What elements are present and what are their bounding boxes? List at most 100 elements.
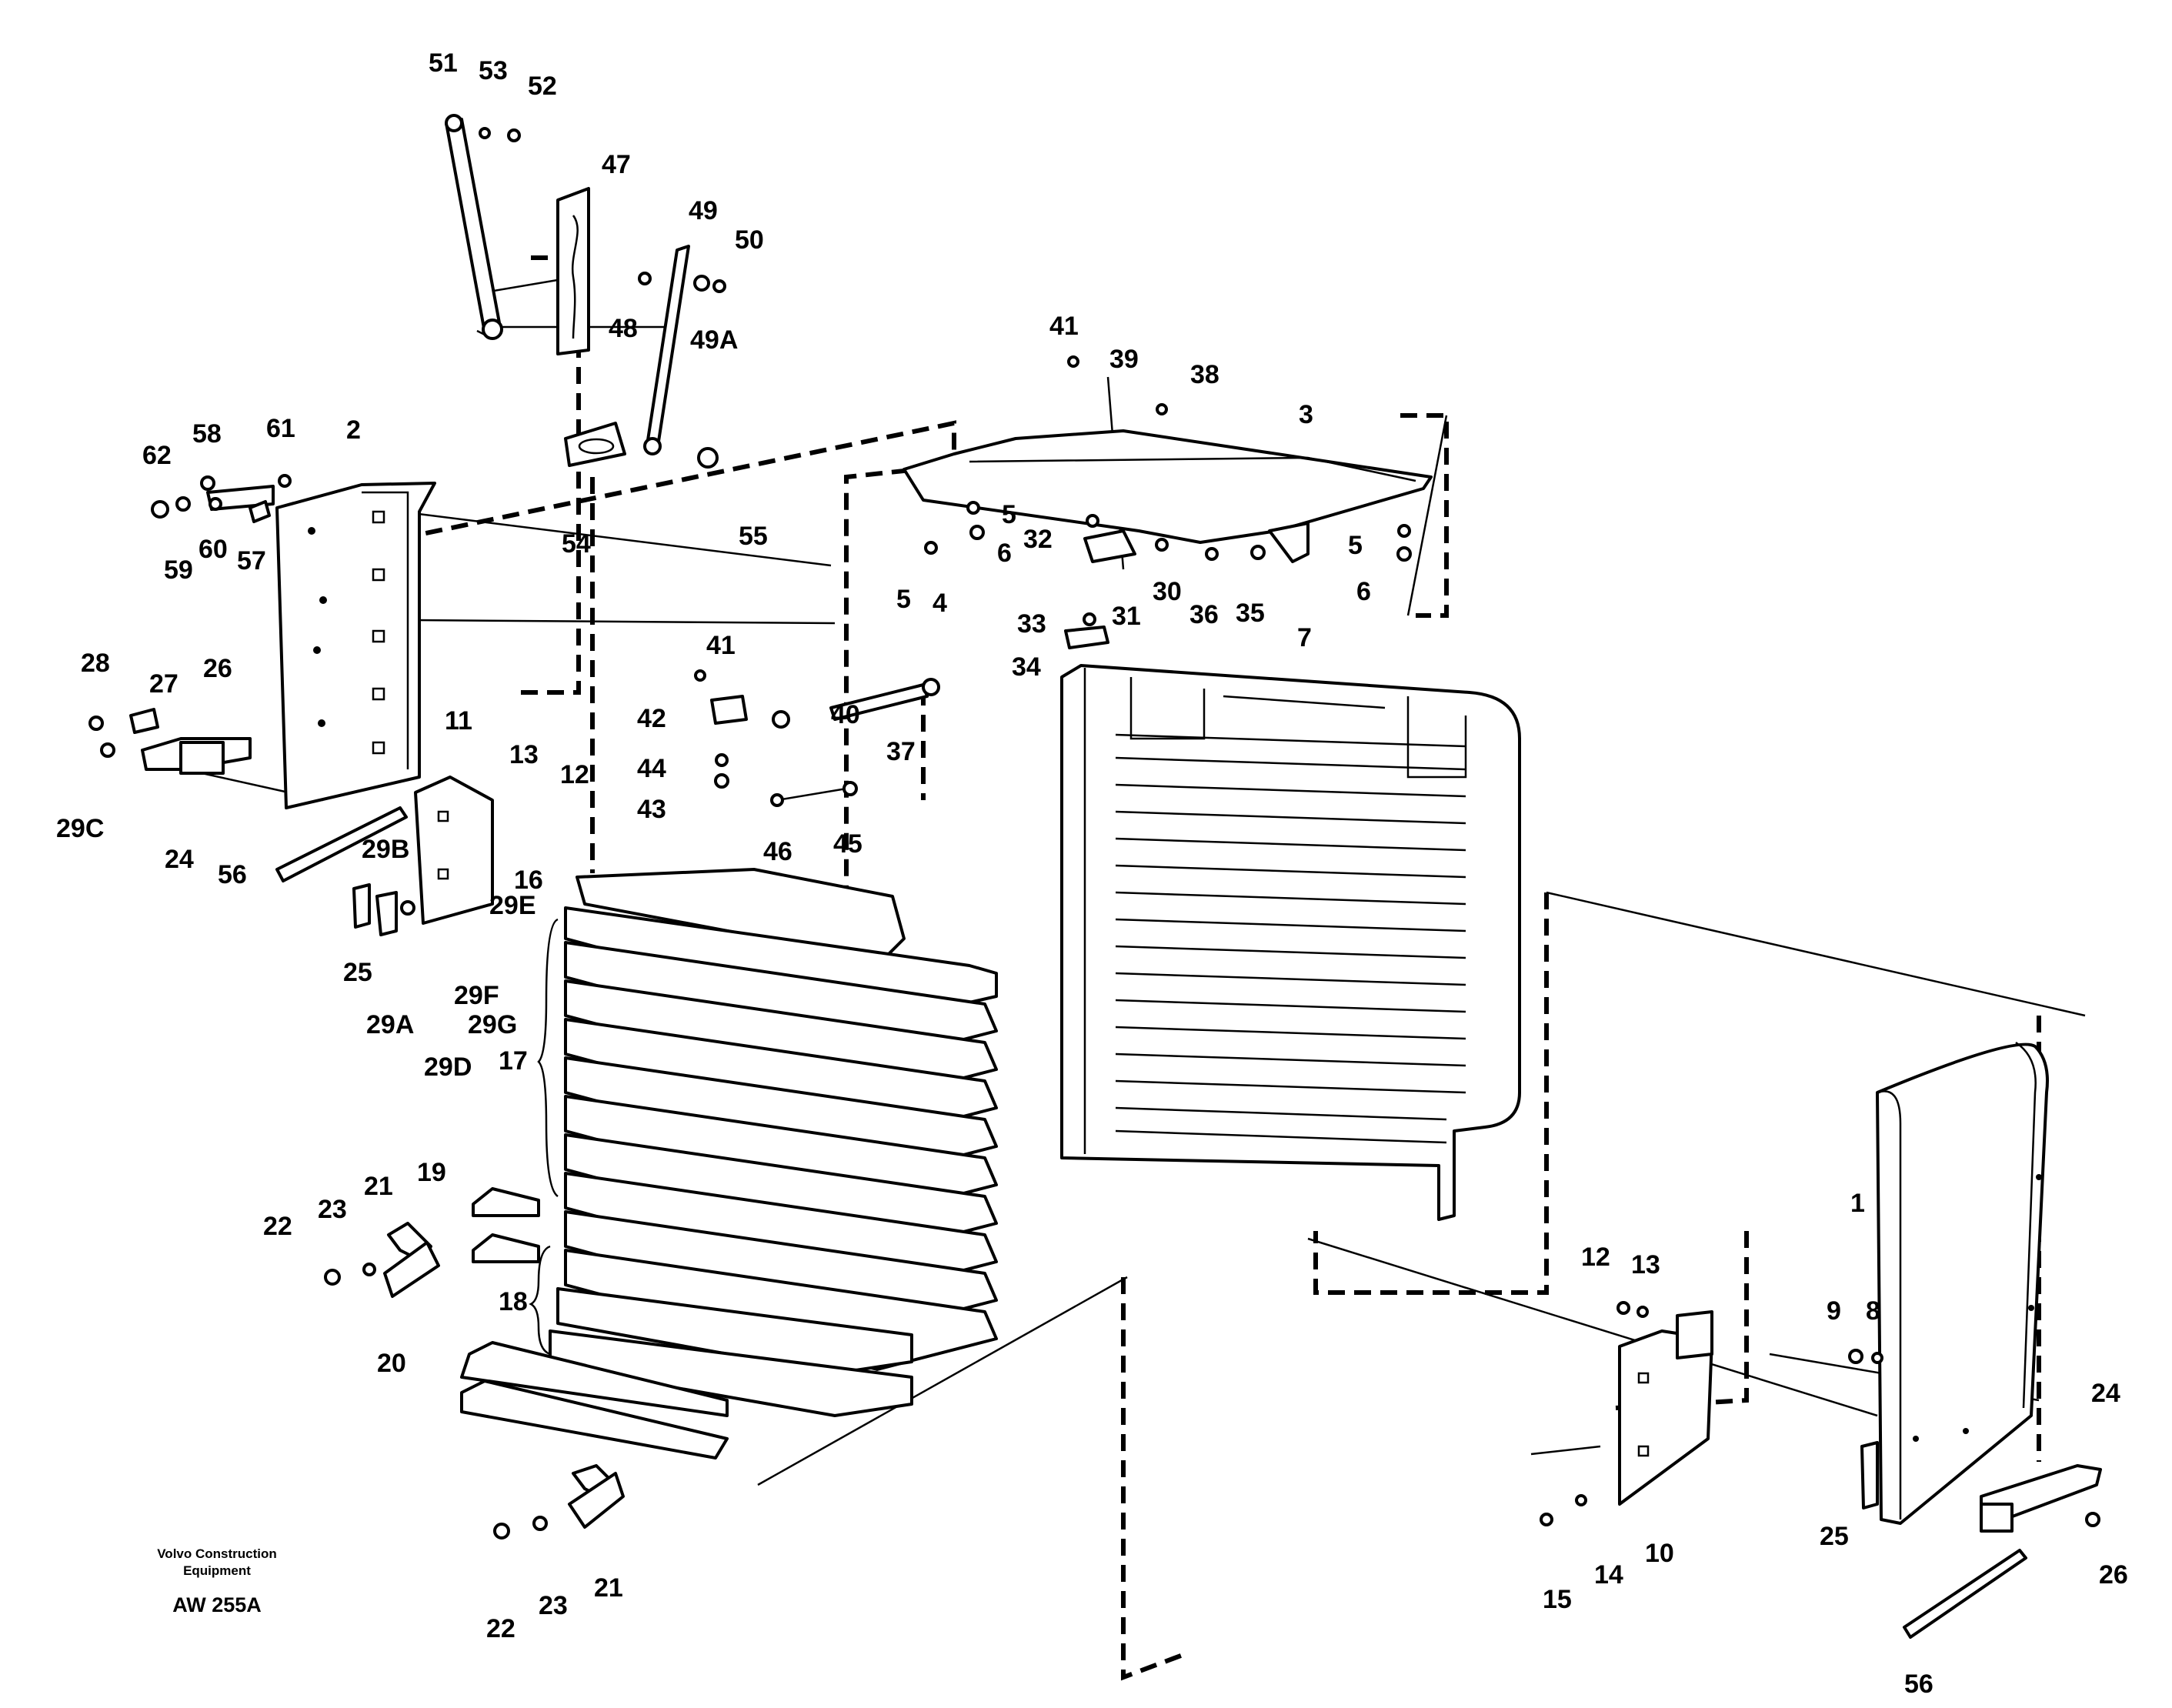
part-labels: 1 2 3 4 5 5 5 6 6 7 8 9 10 11 12 12 13 1… bbox=[56, 48, 2128, 1699]
label: 38 bbox=[1190, 360, 1219, 389]
label: 31 bbox=[1112, 602, 1141, 631]
label: 43 bbox=[637, 795, 666, 824]
label: 5 bbox=[896, 585, 911, 614]
label: 55 bbox=[739, 522, 768, 551]
label: 24 bbox=[165, 845, 194, 874]
label: 42 bbox=[637, 704, 666, 733]
label: 58 bbox=[192, 419, 222, 449]
label: 29B bbox=[362, 835, 409, 864]
label: 44 bbox=[637, 754, 666, 783]
grille-slats bbox=[1115, 733, 1466, 1144]
label: 61 bbox=[266, 414, 295, 443]
label: 62 bbox=[142, 441, 172, 470]
label: 12 bbox=[1581, 1243, 1610, 1272]
label: 5 bbox=[1348, 531, 1363, 560]
bracket-plate bbox=[275, 482, 436, 809]
label: 17 bbox=[499, 1046, 528, 1076]
louvre-stack bbox=[529, 868, 998, 1417]
label: 20 bbox=[377, 1349, 406, 1378]
seal-strips bbox=[324, 1187, 729, 1540]
radiator-grille bbox=[1060, 664, 1521, 1221]
label: 22 bbox=[263, 1212, 292, 1241]
label: 9 bbox=[1827, 1296, 1841, 1326]
label: 29E bbox=[489, 891, 536, 920]
label: 5 bbox=[1002, 500, 1016, 529]
label: 49A bbox=[690, 325, 738, 355]
hood-top-panel bbox=[902, 429, 1433, 563]
label: 18 bbox=[499, 1287, 528, 1316]
label: 22 bbox=[486, 1614, 515, 1643]
label: 39 bbox=[1109, 345, 1139, 374]
small-plate bbox=[414, 776, 494, 925]
label: 51 bbox=[429, 48, 458, 78]
label: 50 bbox=[735, 225, 764, 255]
label: 41 bbox=[1049, 312, 1079, 341]
label: 23 bbox=[318, 1195, 347, 1224]
label: 36 bbox=[1189, 600, 1219, 629]
caption-line1: Volvo Construction bbox=[157, 1546, 277, 1561]
label: 8 bbox=[1866, 1296, 1880, 1326]
hinge-right bbox=[1848, 1349, 2102, 1639]
label: 26 bbox=[2099, 1560, 2128, 1590]
label: 52 bbox=[528, 72, 557, 101]
label: 25 bbox=[343, 958, 372, 987]
label: 45 bbox=[833, 829, 862, 859]
label: 13 bbox=[1631, 1250, 1660, 1279]
label: 14 bbox=[1594, 1560, 1623, 1590]
label: 34 bbox=[1012, 652, 1041, 682]
label: 48 bbox=[609, 314, 638, 343]
label: 2 bbox=[346, 415, 361, 445]
label: 1 bbox=[1850, 1189, 1865, 1218]
label: 33 bbox=[1017, 609, 1046, 639]
label: 6 bbox=[1356, 577, 1371, 606]
label: 60 bbox=[199, 535, 228, 564]
label: 29A bbox=[366, 1010, 414, 1039]
label: 21 bbox=[594, 1573, 623, 1603]
label: 26 bbox=[203, 654, 232, 683]
label: 29C bbox=[56, 814, 104, 843]
label: 4 bbox=[933, 589, 947, 618]
label: 46 bbox=[763, 837, 792, 866]
label: 7 bbox=[1297, 623, 1312, 652]
label: 24 bbox=[2091, 1379, 2120, 1408]
right-plate bbox=[1540, 1301, 1713, 1526]
label: 32 bbox=[1023, 525, 1053, 554]
label: 25 bbox=[1820, 1522, 1849, 1551]
label: 13 bbox=[509, 740, 539, 769]
label: 56 bbox=[1904, 1670, 1933, 1699]
label: 47 bbox=[602, 150, 631, 179]
label: 35 bbox=[1236, 599, 1265, 628]
label: 6 bbox=[997, 539, 1012, 568]
label: 19 bbox=[417, 1158, 446, 1187]
label: 57 bbox=[237, 546, 266, 575]
figure-code: AW 255A bbox=[172, 1593, 262, 1616]
caption-line2: Equipment bbox=[183, 1563, 251, 1578]
gas-strut bbox=[694, 669, 940, 807]
hinge-left bbox=[88, 708, 415, 936]
label: 15 bbox=[1543, 1585, 1572, 1614]
label: 56 bbox=[218, 860, 247, 889]
label: 29G bbox=[468, 1010, 517, 1039]
label: 11 bbox=[445, 706, 472, 736]
rod-left bbox=[275, 806, 408, 882]
label: 49 bbox=[689, 196, 718, 225]
label: 10 bbox=[1645, 1539, 1674, 1568]
label: 21 bbox=[364, 1172, 393, 1201]
label: 37 bbox=[886, 737, 916, 766]
figure-caption: Volvo Construction Equipment AW 255A bbox=[157, 1546, 277, 1616]
label: 29F bbox=[454, 981, 499, 1010]
label: 3 bbox=[1299, 400, 1313, 429]
label: 28 bbox=[81, 649, 110, 678]
label: 16 bbox=[514, 866, 543, 895]
label: 40 bbox=[831, 700, 860, 729]
fasteners-center bbox=[924, 355, 1412, 649]
side-door-panel bbox=[1876, 1041, 2049, 1525]
label: 27 bbox=[149, 669, 178, 699]
label: 12 bbox=[560, 760, 589, 789]
label: 41 bbox=[706, 631, 736, 660]
label: 23 bbox=[539, 1591, 568, 1620]
label: 59 bbox=[164, 555, 193, 585]
label: 29D bbox=[424, 1052, 472, 1082]
fasteners-upper-left bbox=[151, 474, 292, 523]
